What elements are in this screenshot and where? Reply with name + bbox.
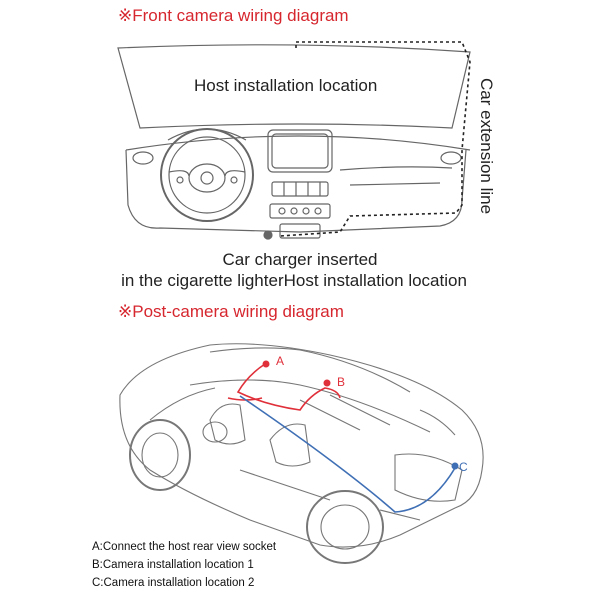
- rear-wheel: [306, 490, 384, 564]
- marker-b-label: B: [337, 375, 346, 389]
- legend-item-c: C:Camera installation location 2: [92, 577, 255, 589]
- car-body-outline: [119, 343, 484, 548]
- center-screen: [271, 133, 329, 169]
- marker-c-dot: [451, 462, 459, 470]
- front-wire-route: [279, 41, 471, 237]
- cigarette-lighter: [263, 230, 273, 240]
- steering-wheel-hub: [188, 163, 226, 193]
- windshield-outline: [117, 44, 471, 129]
- trunk: [394, 453, 463, 502]
- charger-label-line2: in the cigarette lighterHost installatio…: [121, 271, 467, 290]
- charger-label-line1: Car charger inserted: [222, 250, 378, 269]
- marker-b-dot: [323, 379, 331, 387]
- front-wheel: [129, 419, 191, 491]
- front-diagram-heading: ※Front camera wiring diagram: [118, 6, 349, 25]
- legend-item-a: A:Connect the host rear view socket: [92, 541, 277, 553]
- marker-c-label: C: [459, 460, 468, 474]
- rear-wire-blue: [239, 395, 456, 513]
- front-seat: [209, 403, 246, 445]
- legend-item-b: B:Camera installation location 1: [92, 559, 254, 571]
- host-installation-label: Host installation location: [194, 76, 378, 95]
- rear-diagram-heading: ※Post-camera wiring diagram: [118, 302, 344, 321]
- rear-wire-red: [236, 363, 341, 411]
- dashboard-top: [125, 135, 471, 151]
- marker-a-label: A: [276, 354, 285, 368]
- marker-a-dot: [262, 360, 270, 368]
- rear-seat: [269, 423, 311, 467]
